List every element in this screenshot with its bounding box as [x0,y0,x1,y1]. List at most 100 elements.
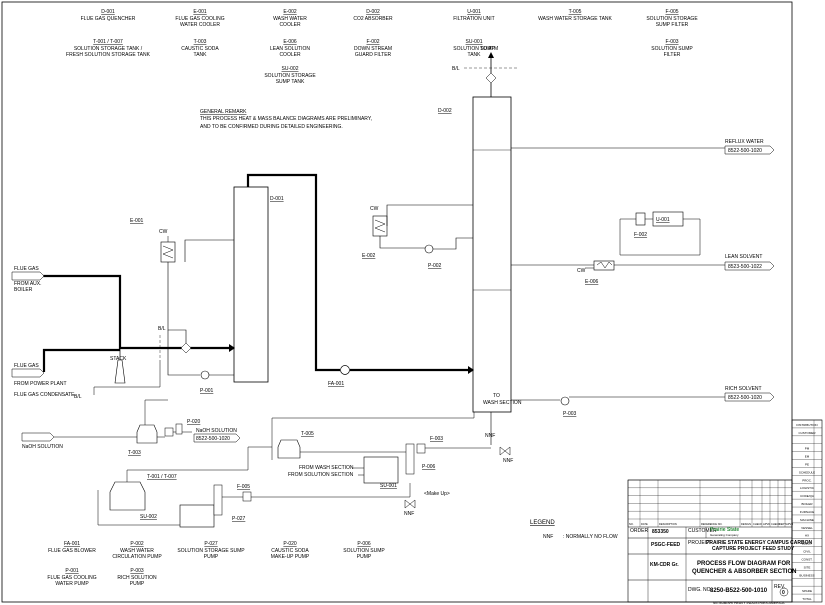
f005-tag: F-005 [237,484,250,490]
customer-sub: Generating Company [710,533,739,537]
equipment-tag: F-003 [665,39,678,45]
reflux-water-arrow [724,145,775,155]
f003-tag: F-003 [430,436,443,442]
distribution-row: HX [805,534,809,538]
equipment-tag: SU-002 [282,66,299,72]
bl-cond-label: B/L [74,394,82,400]
equipment-desc-1: FLUE GAS BLOWER [48,548,96,554]
rev-no: 0 [782,590,785,596]
equipment-desc-2: GUARD FILTER [355,52,392,58]
instrument-diamond-top [485,72,497,84]
flue-gas-label: FLUE GAS [14,266,39,272]
distribution-row: SPARE [802,589,812,593]
equipment-desc-2: CIRCULATION PUMP [112,554,162,560]
naoh-in-arrow [21,432,55,442]
equipment-tag: F-002 [366,39,379,45]
flue-gas-power-arrow [11,368,45,378]
t003-tag: T-003 [128,450,141,456]
equipment-desc-1: DOWN STREAM [354,46,392,52]
order-label: ORDER [630,528,648,534]
p020-tag: P-020 [187,419,201,425]
equipment-desc-2: TANK [194,52,208,58]
distribution-list: DISTRIBUTIONCUSTOMERPMEMPESCHEDULEPROC.L… [792,419,822,602]
p001-tag: P-001 [200,388,214,394]
absorber-d002: D-002 [438,96,512,413]
equipment-tag: P-020 [283,541,297,547]
equipment-desc-2: PUMP [204,554,219,560]
distribution-row: BUSINESS [799,573,814,577]
quencher-d001: D-001 [233,186,284,383]
equipment-desc-1: CAUSTIC SODA [271,548,309,554]
rev-header: DESCRIPTION [659,522,677,526]
equipment-tag: E-006 [283,39,297,45]
lean-line-tag: 8523-500-1022 [728,264,762,270]
equipment-desc-1: FLUE GAS COOLING [47,575,96,581]
rev-header: APVD [763,522,770,526]
distribution-row: CUSTOMER [798,431,816,435]
legend-title: LEGEND [530,520,555,526]
equipment-desc-1: LEAN SOLUTION [270,46,310,52]
equipment-tag: P-027 [204,541,218,547]
t003-tank-symbol [136,424,158,444]
project-title-2: CAPTURE PROJECT FEED STUDY [712,546,795,552]
order-no: 853350 [652,529,669,535]
equipment-desc-1: SOLUTION STORAGE [264,73,316,79]
naoh-in-label: NaOH SOLUTION [22,444,63,450]
u001-tag: U-001 [656,217,670,223]
p003-tag: P-003 [563,411,577,417]
wash-section-label: WASH SECTION [483,400,522,406]
equipment-desc-1: WASH WATER STORAGE TANK [538,16,612,22]
equipment-desc-1: SOLUTION STORAGE SUMP [177,548,245,554]
equipment-desc-1: CO2 ABSORBER [353,16,393,22]
naoh-line-tag: 8522-500-1020 [196,436,230,442]
equipment-desc-2: SUMP TANK [276,79,305,85]
f002-filter-symbol [635,212,646,226]
naoh-out-label: NaOH SOLUTION [196,428,237,434]
e002-tag: E-002 [362,253,376,259]
distribution-row: TOTAL [802,597,812,601]
rev-header: CHECK [753,522,762,526]
equipment-tag: P-006 [357,541,371,547]
to-label: TO [493,393,500,399]
equipment-desc-1: SOLUTION STORAGE [646,16,698,22]
dwg-no: 8250-B522-500-1010 [710,588,768,594]
su001-tag: SU-001 [380,483,397,489]
p006-tag: P-006 [422,464,436,470]
equipment-desc-1: RICH SOLUTION [117,575,157,581]
fa001-blower-symbol [340,365,350,375]
rev-header: DATE [641,522,648,526]
equipment-tag: D-002 [366,9,380,15]
p027-pump-symbol [213,484,223,516]
distribution-row: SCHEDULE [799,470,815,474]
remark-line-1: THIS PROCESS HEAT & MASS BALANCE DIAGRAM… [200,116,372,122]
condensate-label: FLUE GAS CONDENSATE [14,392,75,398]
remark-line-2: AND TO BE CONFIRMED DURING DETAILED ENGI… [200,124,343,130]
rich-line-tag: 8522-500-1020 [728,395,762,401]
equipment-tag: T-001 / T-007 [93,39,123,45]
equipment-tag: E-001 [193,9,207,15]
rev-header: REFERENCE NO. [701,522,723,526]
equipment-desc-1: SOLUTION SUMP [651,46,693,52]
distribution-row: MACHINE [800,518,814,522]
rev-header: APVD [786,522,793,526]
t001-tank-symbol [109,481,146,511]
equipment-desc-2: SUMP FILTER [656,22,689,28]
rev-header: DEPT. [779,522,787,526]
distribution-row: VESSEL [801,526,813,530]
instrument-diamond-quench [180,342,192,354]
equipment-desc-2: COOLER [279,22,301,28]
distribution-row: DISTRIBUTION [796,423,817,427]
stack-label: STACK [110,356,127,362]
e006-cooler-symbol [593,260,615,271]
distribution-row: FURNACE [800,510,815,514]
flue-gas-aux-arrow [11,271,45,281]
distribution-row: CONST. [801,557,812,561]
project-label: PROJECT [688,540,711,546]
equipment-desc-1: SOLUTION SUMP [343,548,385,554]
boiler-label: BOILER [14,287,33,293]
f005-filter-symbol [242,491,252,502]
p027-tag: P-027 [232,516,246,522]
distribution-row: SITE [804,565,811,569]
equipment-desc-2: TANK [468,52,482,58]
drawing-title-1: PROCESS FLOW DIAGRAM FOR [697,561,791,567]
